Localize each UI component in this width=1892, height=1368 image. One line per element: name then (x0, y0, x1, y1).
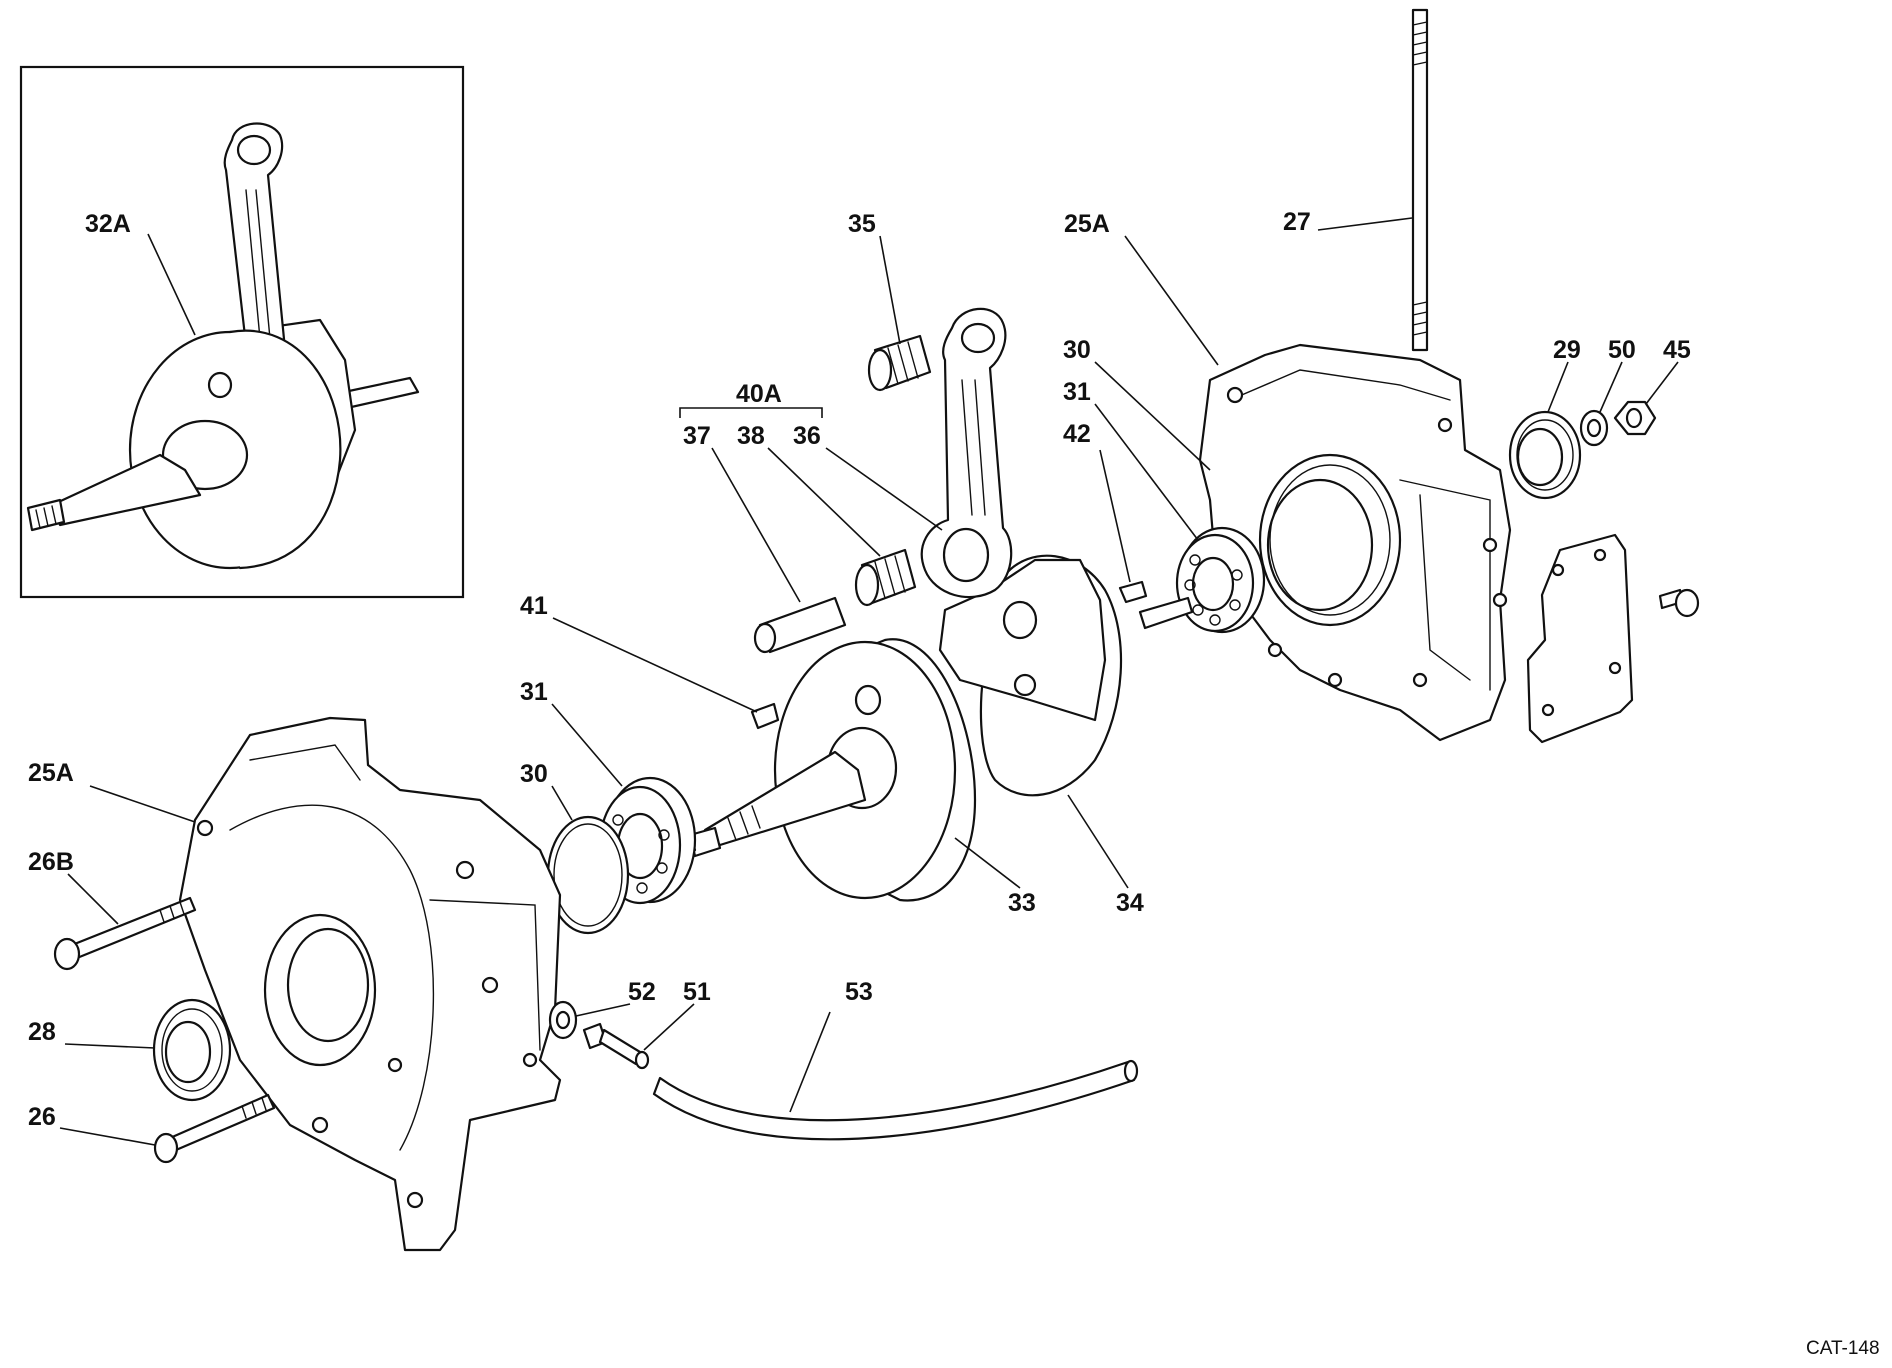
leader-30-left (551, 785, 573, 821)
inset-crankshaft-assembly: 32A (19, 65, 465, 599)
part-31-bearing-left (598, 776, 697, 905)
part-50-washer (1579, 409, 1609, 447)
label-27: 27 (1283, 208, 1311, 236)
leader-52 (575, 1003, 631, 1017)
leader-30-top (1094, 361, 1211, 471)
leader-26 (59, 1127, 156, 1146)
part-cover-screw (1658, 588, 1700, 618)
leader-25a-top (1124, 235, 1219, 366)
leader-35 (879, 235, 901, 345)
part-36-connecting-rod (920, 307, 1013, 599)
part-52-washer (548, 1000, 578, 1040)
part-41-key (750, 702, 780, 730)
leader-51 (643, 1003, 695, 1051)
label-42: 42 (1063, 420, 1091, 448)
leader-29 (1547, 361, 1569, 413)
label-41: 41 (520, 592, 548, 620)
part-29-oil-seal (1508, 410, 1582, 500)
label-53: 53 (845, 978, 873, 1006)
label-51: 51 (683, 978, 711, 1006)
part-31-bearing-right (1175, 526, 1266, 634)
part-37-crank-pin (753, 596, 847, 654)
part-cover-plate (1526, 533, 1634, 744)
part-30-ring-left (546, 815, 630, 935)
leader-26b (67, 873, 119, 925)
leader-28 (64, 1043, 156, 1049)
label-26: 26 (28, 1103, 56, 1131)
leader-41 (552, 617, 758, 713)
part-53-hose (652, 1059, 1139, 1141)
part-26-bolt (153, 1093, 276, 1164)
part-26b-bolt (53, 896, 197, 971)
bracket-40a (679, 407, 823, 418)
label-30-top: 30 (1063, 336, 1091, 364)
leader-31-top (1094, 403, 1199, 541)
part-27-stud (1411, 8, 1429, 352)
part-25a-right-crankcase (1198, 343, 1512, 742)
part-38-needle-bearing (854, 548, 917, 607)
part-33-crank-web (638, 638, 977, 902)
label-35: 35 (848, 210, 876, 238)
label-40a: 40A (736, 380, 782, 408)
leader-50 (1599, 361, 1623, 413)
leader-53 (789, 1011, 831, 1113)
leader-27 (1317, 217, 1413, 231)
label-33: 33 (1008, 889, 1036, 917)
label-52: 52 (628, 978, 656, 1006)
leader-38 (767, 447, 881, 557)
leader-36 (825, 447, 943, 531)
leader-31-left (551, 703, 623, 787)
part-51-fitting (582, 1022, 650, 1070)
label-26b: 26B (28, 848, 74, 876)
label-38: 38 (737, 422, 765, 450)
label-25a-top: 25A (1064, 210, 1110, 238)
label-34: 34 (1116, 889, 1144, 917)
leader-37 (711, 447, 801, 603)
label-31-top: 31 (1063, 378, 1091, 406)
leader-33 (954, 837, 1021, 889)
label-50: 50 (1608, 336, 1636, 364)
leader-34 (1067, 794, 1129, 889)
label-32a: 32A (85, 210, 131, 238)
leader-45 (1645, 361, 1679, 405)
label-31-left: 31 (520, 678, 548, 706)
label-30-left: 30 (520, 760, 548, 788)
label-45: 45 (1663, 336, 1691, 364)
part-45-nut (1613, 400, 1657, 436)
leader-42 (1099, 449, 1131, 583)
part-42-key (1118, 580, 1148, 604)
label-29: 29 (1553, 336, 1581, 364)
label-28: 28 (28, 1018, 56, 1046)
inset-crankshaft-drawing (26, 122, 420, 570)
part-35-needle-bearing (867, 334, 932, 392)
leader-25a-left (89, 785, 196, 823)
inset-frame (19, 65, 465, 599)
drawing-code: CAT-148 (1806, 1338, 1880, 1359)
part-34-crank-web (938, 554, 1194, 797)
label-36: 36 (793, 422, 821, 450)
label-25a-left: 25A (28, 759, 74, 787)
part-28-oil-seal (152, 998, 232, 1102)
leader-32a (147, 233, 196, 336)
label-37: 37 (683, 422, 711, 450)
part-25a-left-crankcase (178, 716, 562, 1252)
